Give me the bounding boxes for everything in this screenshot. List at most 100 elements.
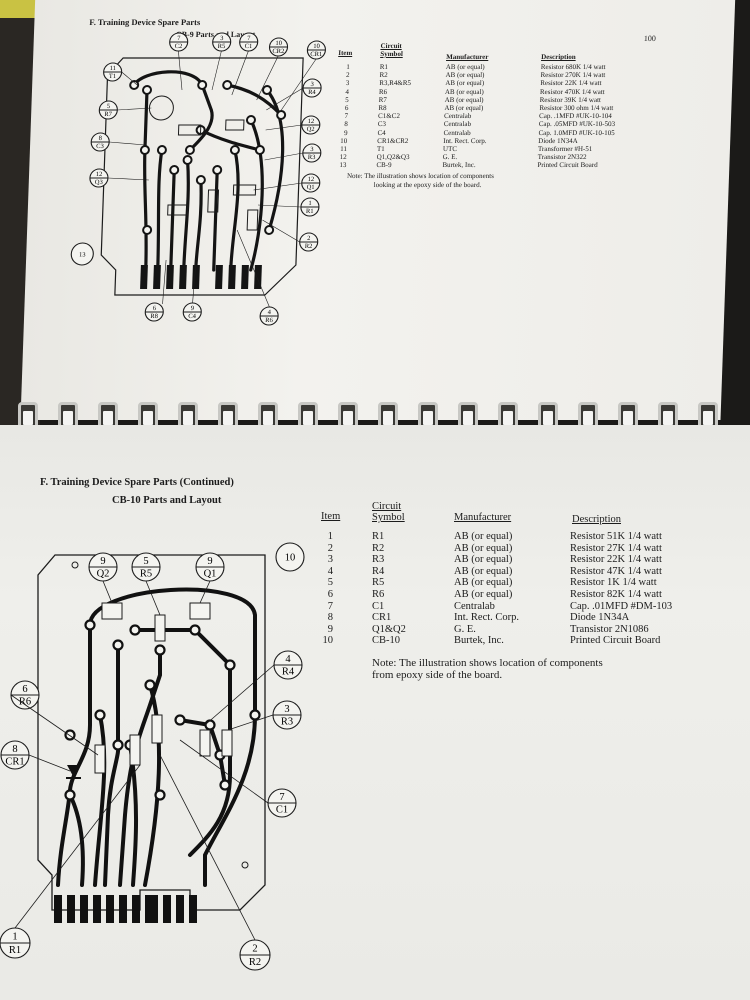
part-description: Resistor 82K 1/4 watt xyxy=(570,589,662,600)
leader-line xyxy=(159,754,256,941)
callout-bubble: 3R5 xyxy=(212,32,232,52)
callout-item-number: 2 xyxy=(252,944,257,955)
part-description: Transformer #H-51 xyxy=(537,145,593,153)
solder-pad xyxy=(204,719,216,731)
copper-trace xyxy=(68,793,85,887)
diode-symbol xyxy=(67,765,80,777)
edge-finger xyxy=(228,265,236,289)
leader-line xyxy=(211,50,222,91)
bottom-header-circuit: Circuit Symbol xyxy=(372,501,405,523)
solder-pad xyxy=(144,679,156,691)
manufacturer-name: AB (or equal) xyxy=(444,104,484,112)
part-description: Resistor 470K 1/4 watt xyxy=(539,87,605,96)
callout-item-number: 7 xyxy=(177,35,181,42)
callout-symbol: C4 xyxy=(188,313,197,320)
leader-line xyxy=(107,177,149,181)
top-header-circuit: Circuit Symbol xyxy=(380,42,403,58)
edge-finger xyxy=(145,895,153,923)
item-number: 1 xyxy=(327,531,333,542)
edge-finger xyxy=(189,895,197,923)
solder-pad xyxy=(189,624,201,636)
callout-bubble: 9C4 xyxy=(182,302,202,322)
callout-bubble: 7C1 xyxy=(239,32,259,52)
circuit-symbol: R6 xyxy=(378,87,388,96)
circuit-symbol: R3 xyxy=(372,554,385,566)
leader-line xyxy=(204,664,275,726)
callout-item-number: 12 xyxy=(308,176,315,183)
callout-bubble: 7C1 xyxy=(267,788,297,818)
callout-symbol: C1 xyxy=(276,805,288,816)
circuit-symbol: R6 xyxy=(372,589,385,600)
callout-item-number: 11 xyxy=(110,65,117,72)
callout-bubble: 6R6 xyxy=(10,680,40,710)
leader-line xyxy=(145,580,161,616)
edge-finger xyxy=(67,895,75,923)
callout-item-number: 4 xyxy=(285,654,291,665)
solder-pad xyxy=(249,709,261,721)
solder-pad xyxy=(156,145,167,155)
component-outline xyxy=(246,209,259,231)
edge-finger xyxy=(140,265,148,289)
component-outline xyxy=(167,204,189,216)
part-description: Resistor 680K 1/4 watt xyxy=(540,63,606,71)
solder-pad xyxy=(174,714,186,726)
solder-pad xyxy=(84,619,96,631)
circuit-symbol: R3,R4&R5 xyxy=(379,79,412,88)
part-description: Diode 1N34A xyxy=(538,136,578,145)
component-outline xyxy=(154,614,166,642)
component-outline xyxy=(151,714,163,744)
manufacturer-name: AB (or equal) xyxy=(445,79,485,88)
leader-line xyxy=(253,182,302,191)
callout-item-number: 5 xyxy=(143,556,148,567)
callout-item-number: 10 xyxy=(285,553,296,564)
solder-pad xyxy=(222,80,233,90)
callout-symbol: R6 xyxy=(19,697,31,708)
manufacturer-name: AB (or equal) xyxy=(454,531,513,542)
manufacturer-name: AB (or equal) xyxy=(454,577,513,589)
part-description: Transistor 2N1086 xyxy=(570,623,649,635)
circuit-symbol: CR1 xyxy=(372,612,392,624)
leader-line xyxy=(10,694,99,756)
callout-symbol: R8 xyxy=(150,313,158,320)
callout-symbol: Q3 xyxy=(95,179,103,186)
callout-item-number: 9 xyxy=(191,305,194,312)
part-description: Resistor 27K 1/4 watt xyxy=(570,542,662,554)
item-number: 7 xyxy=(327,600,333,612)
part-description: Resistor 270K 1/4 watt xyxy=(540,71,606,80)
leader-line xyxy=(227,714,274,731)
callout-item-number: 8 xyxy=(12,744,17,755)
callout-item-number: 9 xyxy=(207,556,212,567)
top-header-manufacturer: Manufacturer xyxy=(446,53,489,61)
callout-item-number: 12 xyxy=(308,118,315,125)
copper-trace xyxy=(143,683,162,887)
manufacturer-name: Int. Rect. Corp. xyxy=(443,136,487,145)
edge-finger xyxy=(153,265,161,289)
callout-item-number: 6 xyxy=(22,684,27,695)
callout-symbol: CR2 xyxy=(272,48,284,55)
edge-finger xyxy=(254,265,262,289)
callout-bubble: 7C2 xyxy=(169,32,189,52)
manufacturer-name: G. E. xyxy=(454,623,476,635)
board-outline xyxy=(37,554,266,911)
page-number: 100 xyxy=(643,34,656,43)
circuit-symbol: R7 xyxy=(378,95,387,104)
callout-symbol: R7 xyxy=(104,111,113,118)
leader-line xyxy=(121,71,138,86)
callout-item-number: 10 xyxy=(313,43,320,50)
edge-finger xyxy=(176,895,184,923)
top-note-line-2: looking at the epoxy side of the board. xyxy=(373,181,482,189)
circuit-symbol: R1 xyxy=(372,531,385,542)
circuit-symbol: C1&C2 xyxy=(377,112,401,121)
leader-line xyxy=(265,124,302,131)
circuit-symbol: R5 xyxy=(372,577,385,589)
callout-symbol: C1 xyxy=(245,43,253,50)
circuit-symbol: CB-9 xyxy=(376,161,392,170)
edge-finger xyxy=(132,895,140,923)
callout-symbol: Q2 xyxy=(307,126,315,133)
copper-trace xyxy=(169,168,176,272)
manufacturer-name: AB (or equal) xyxy=(445,71,485,80)
